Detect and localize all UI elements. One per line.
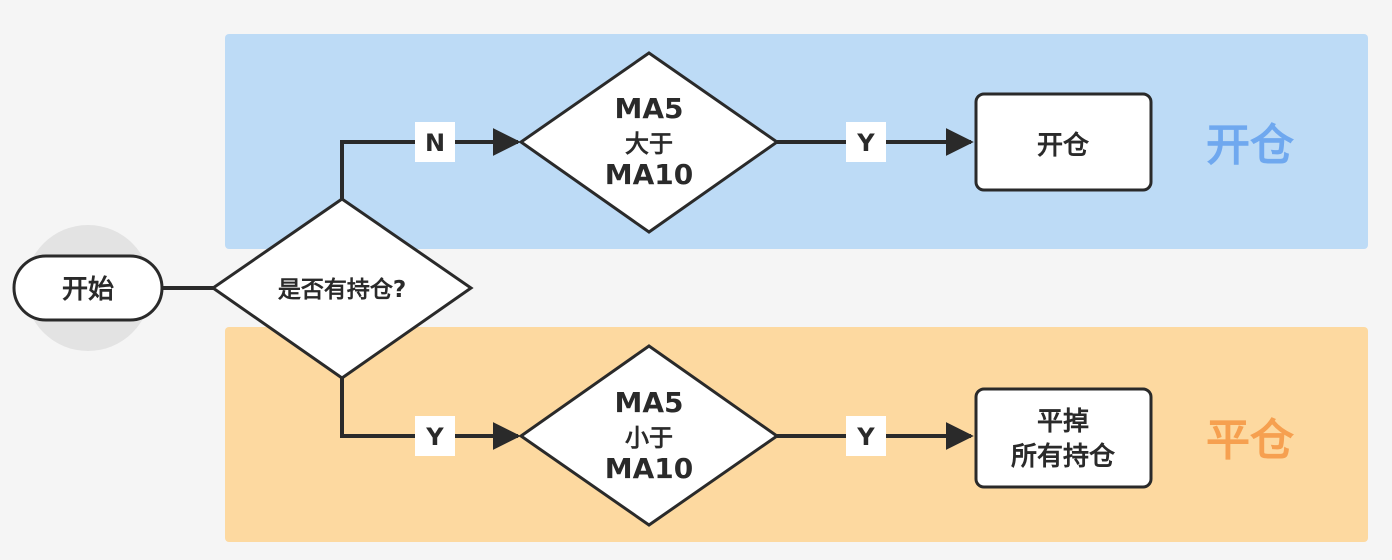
close-condition-line2: 小于 [625,424,673,452]
close-yes-label-box [846,416,886,456]
open-position-action [974,92,1153,192]
open-condition-line1: MA5 [614,92,683,125]
start-node-label: 开始 [62,275,114,305]
open-lane-title: 开仓 [1206,120,1295,171]
has-position-decision-label: 是否有持仓? [278,276,406,303]
open-yes-label: Y [856,129,875,157]
close-action-line2: 所有持仓 [1011,441,1116,472]
ma5-below-ma10-decision [518,344,780,527]
open-condition-line2: 大于 [625,130,673,158]
close-condition-line3: MA10 [605,452,694,485]
close-all-positions-action [974,387,1153,489]
close-edge-label: Y [425,423,444,451]
decision-to-close-condition-arrow [340,378,521,450]
decision-to-open-condition-arrow [340,128,521,200]
open-yes-label-box [846,122,886,162]
open-condition-line3: MA10 [605,158,694,191]
close-yes-label: Y [856,423,875,451]
close-condition-line1: MA5 [614,386,683,419]
start-node [12,254,164,322]
close-edge-label-box [415,416,455,456]
close-action-line1: 平掉 [1037,407,1089,437]
has-position-decision [210,197,474,380]
open-edge-label: N [425,129,445,157]
open-edge-label-box [415,122,455,162]
ma5-above-ma10-decision [518,51,780,234]
close-lane-title: 平仓 [1206,415,1295,466]
open-position-action-label: 开仓 [1037,130,1090,161]
